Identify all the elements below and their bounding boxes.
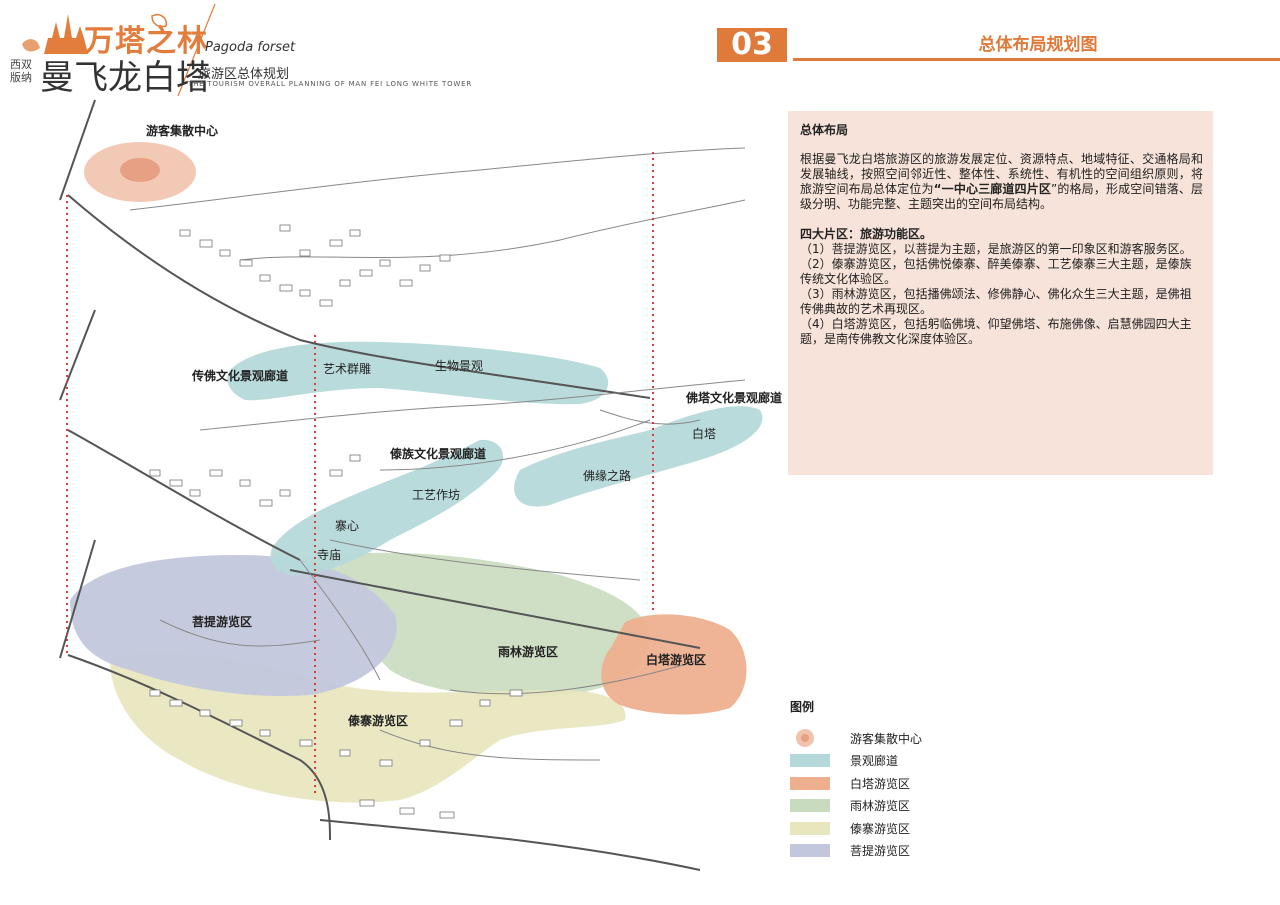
info-body-highlight: “一中心三廊道四片区: [933, 182, 1052, 196]
brand-name: 曼飞龙白塔: [40, 58, 210, 98]
alignment-guides: [66, 152, 654, 795]
info-item: （2）傣寨游览区，包括佛悦傣寨、醉美傣寨、工艺傣寨三大主题，是傣族传统文化体验区…: [800, 257, 1192, 286]
legend-item-bodhi: 菩提游览区: [790, 840, 1050, 863]
corridor-dai: [270, 439, 504, 575]
map-label-zone-bodhi: 菩提游览区: [192, 615, 253, 629]
brand-subtitle: 旅游区总体规划: [198, 67, 290, 82]
map-label-bio: 生物景观: [435, 359, 484, 373]
map-label-zone-white-pagoda: 白塔游览区: [646, 653, 707, 667]
legend-label: 白塔游览区: [850, 776, 911, 791]
map-label-visitor-center: 游客集散中心: [146, 124, 219, 138]
legend-label: 菩提游览区: [850, 844, 911, 859]
map-label-fo-road: 佛缘之路: [583, 469, 632, 483]
brand-english-subtitle: THE TOURISM OVERALL PLANNING OF MAN FEI …: [188, 80, 473, 88]
info-body-before: 根据曼飞龙白塔旅游区的旅游发展定位、资源特点、地域特征、交通格局和发展轴线，按照…: [800, 152, 1203, 196]
map-label-art: 艺术群雕: [323, 362, 372, 376]
map-label-zone-rainforest: 雨林游览区: [498, 645, 559, 659]
village-buildings: [149, 224, 523, 819]
section-number: 03: [717, 28, 787, 62]
info-sub-heading: 四大片区：旅游功能区。: [800, 227, 933, 241]
legend-item-dai: 傣寨游览区: [790, 817, 1050, 840]
brand-region: 西双版纳: [10, 58, 32, 84]
legend-swatch: [790, 821, 830, 835]
section-divider: [793, 58, 1280, 61]
logo-area: [0, 0, 460, 100]
legend-swatch: [790, 754, 830, 768]
legend-label: 游客集散中心: [850, 731, 923, 746]
zone-white-pagoda: [601, 614, 747, 715]
map-label-village-center: 寨心: [335, 519, 360, 533]
brand-english-name: Pagoda forset: [205, 40, 296, 55]
legend-title: 图例: [790, 700, 815, 714]
dot-circle-icon: [796, 729, 814, 748]
map-label-white-pagoda: 白塔: [692, 427, 717, 441]
map-label-corridor-dai: 傣族文化景观廊道: [390, 447, 487, 461]
legend-label: 景观廊道: [850, 754, 899, 769]
map-label-zone-dai: 傣寨游览区: [348, 714, 409, 728]
minor-roads: [129, 147, 746, 761]
legend: 图例 游客集散中心 景观廊道 白塔游览区 雨林游览区 傣寨游览区 菩提游览区: [790, 698, 1050, 862]
corridor-pagoda: [514, 406, 763, 507]
info-item: （4）白塔游览区，包括躬临佛境、仰望佛塔、布施佛像、启慧佛园四大主题，是南传佛教…: [800, 317, 1192, 346]
map-label-corridor-pagoda: 佛塔文化景观廊道: [686, 391, 783, 405]
pagoda-logo-icon: [22, 14, 168, 54]
brand-title: 万塔之林: [84, 24, 208, 59]
legend-item-white-pagoda: 白塔游览区: [790, 772, 1050, 795]
info-body: 根据曼飞龙白塔旅游区的旅游发展定位、资源特点、地域特征、交通格局和发展轴线，按照…: [800, 152, 1203, 212]
corridor-buddha: [227, 341, 609, 405]
section-title: 总体布局规划图: [978, 35, 1098, 55]
main-roads: [59, 99, 701, 871]
slash-line-icon: [177, 3, 216, 97]
map-label-craft: 工艺作坊: [412, 488, 461, 502]
info-heading: 总体布局: [800, 123, 849, 137]
legend-item-corridor: 景观廊道: [790, 750, 1050, 773]
info-item: （1）菩提游览区，以菩提为主题，是旅游区的第一印象区和游客服务区。: [800, 242, 1192, 256]
legend-swatch: [790, 799, 830, 813]
info-panel: 总体布局 根据曼飞龙白塔旅游区的旅游发展定位、资源特点、地域特征、交通格局和发展…: [788, 111, 1213, 475]
legend-swatch: [790, 844, 830, 858]
map-label-corridor-buddha: 传佛文化景观廊道: [192, 369, 289, 383]
map-label-temple: 寺庙: [317, 548, 342, 562]
legend-label: 雨林游览区: [850, 799, 911, 814]
visitor-center-inner: [120, 158, 160, 182]
info-item: （3）雨林游览区，包括播佛颂法、修佛静心、佛化众生三大主题，是佛祖传佛典故的艺术…: [800, 287, 1192, 316]
legend-item-rainforest: 雨林游览区: [790, 795, 1050, 818]
legend-swatch: [790, 776, 830, 790]
info-body-after: ”的格局，形成空间错落、层级分明、功能完整、主题突出的空间布局结构。: [800, 182, 1204, 211]
layout-map: [59, 99, 763, 871]
legend-item-visitor-center: 游客集散中心: [790, 727, 1050, 750]
legend-label: 傣寨游览区: [850, 821, 911, 836]
